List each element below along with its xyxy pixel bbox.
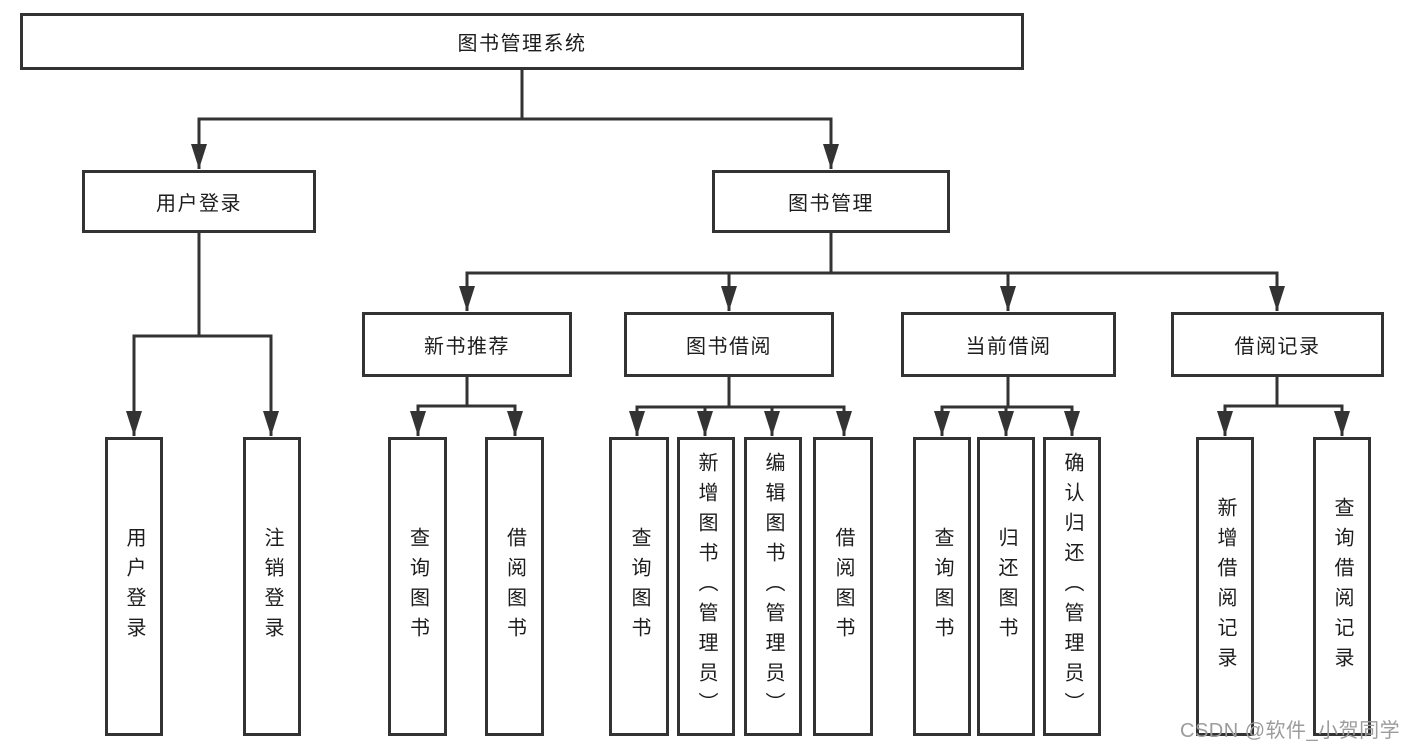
node-borrow-record: 借阅记录 bbox=[1171, 312, 1384, 377]
edge-trunks bbox=[132, 68, 1344, 409]
node-root: 图书管理系统 bbox=[20, 13, 1024, 70]
node-leaf-user-login: 用户登录 bbox=[105, 437, 163, 736]
node-br-add-record: 新增借阅记录 bbox=[1196, 437, 1254, 736]
edge-arrows bbox=[126, 119, 1350, 436]
node-bb-query-book: 查询图书 bbox=[609, 437, 669, 736]
node-cb-confirm-return-admin: 确认归还（管理员） bbox=[1043, 437, 1101, 736]
node-bb-edit-book-admin: 编辑图书（管理员） bbox=[744, 437, 802, 736]
node-cb-return-book: 归还图书 bbox=[977, 437, 1035, 736]
node-rec-query-book: 查询图书 bbox=[388, 437, 447, 736]
node-bb-borrow-book: 借阅图书 bbox=[813, 437, 873, 736]
node-bb-add-book-admin: 新增图书（管理员） bbox=[677, 437, 735, 736]
node-current-borrow: 当前借阅 bbox=[901, 312, 1116, 377]
watermark-text: CSDN @软件_小贺同学 bbox=[1180, 720, 1401, 742]
node-leaf-logout: 注销登录 bbox=[243, 437, 301, 736]
node-book-borrow: 图书借阅 bbox=[624, 312, 834, 377]
node-user-login: 用户登录 bbox=[82, 170, 316, 233]
node-book-management: 图书管理 bbox=[712, 170, 950, 233]
node-new-book-recommend: 新书推荐 bbox=[362, 312, 572, 377]
node-cb-query-book: 查询图书 bbox=[913, 437, 971, 736]
node-rec-borrow-book: 借阅图书 bbox=[485, 437, 544, 736]
node-br-query-record: 查询借阅记录 bbox=[1313, 437, 1371, 736]
